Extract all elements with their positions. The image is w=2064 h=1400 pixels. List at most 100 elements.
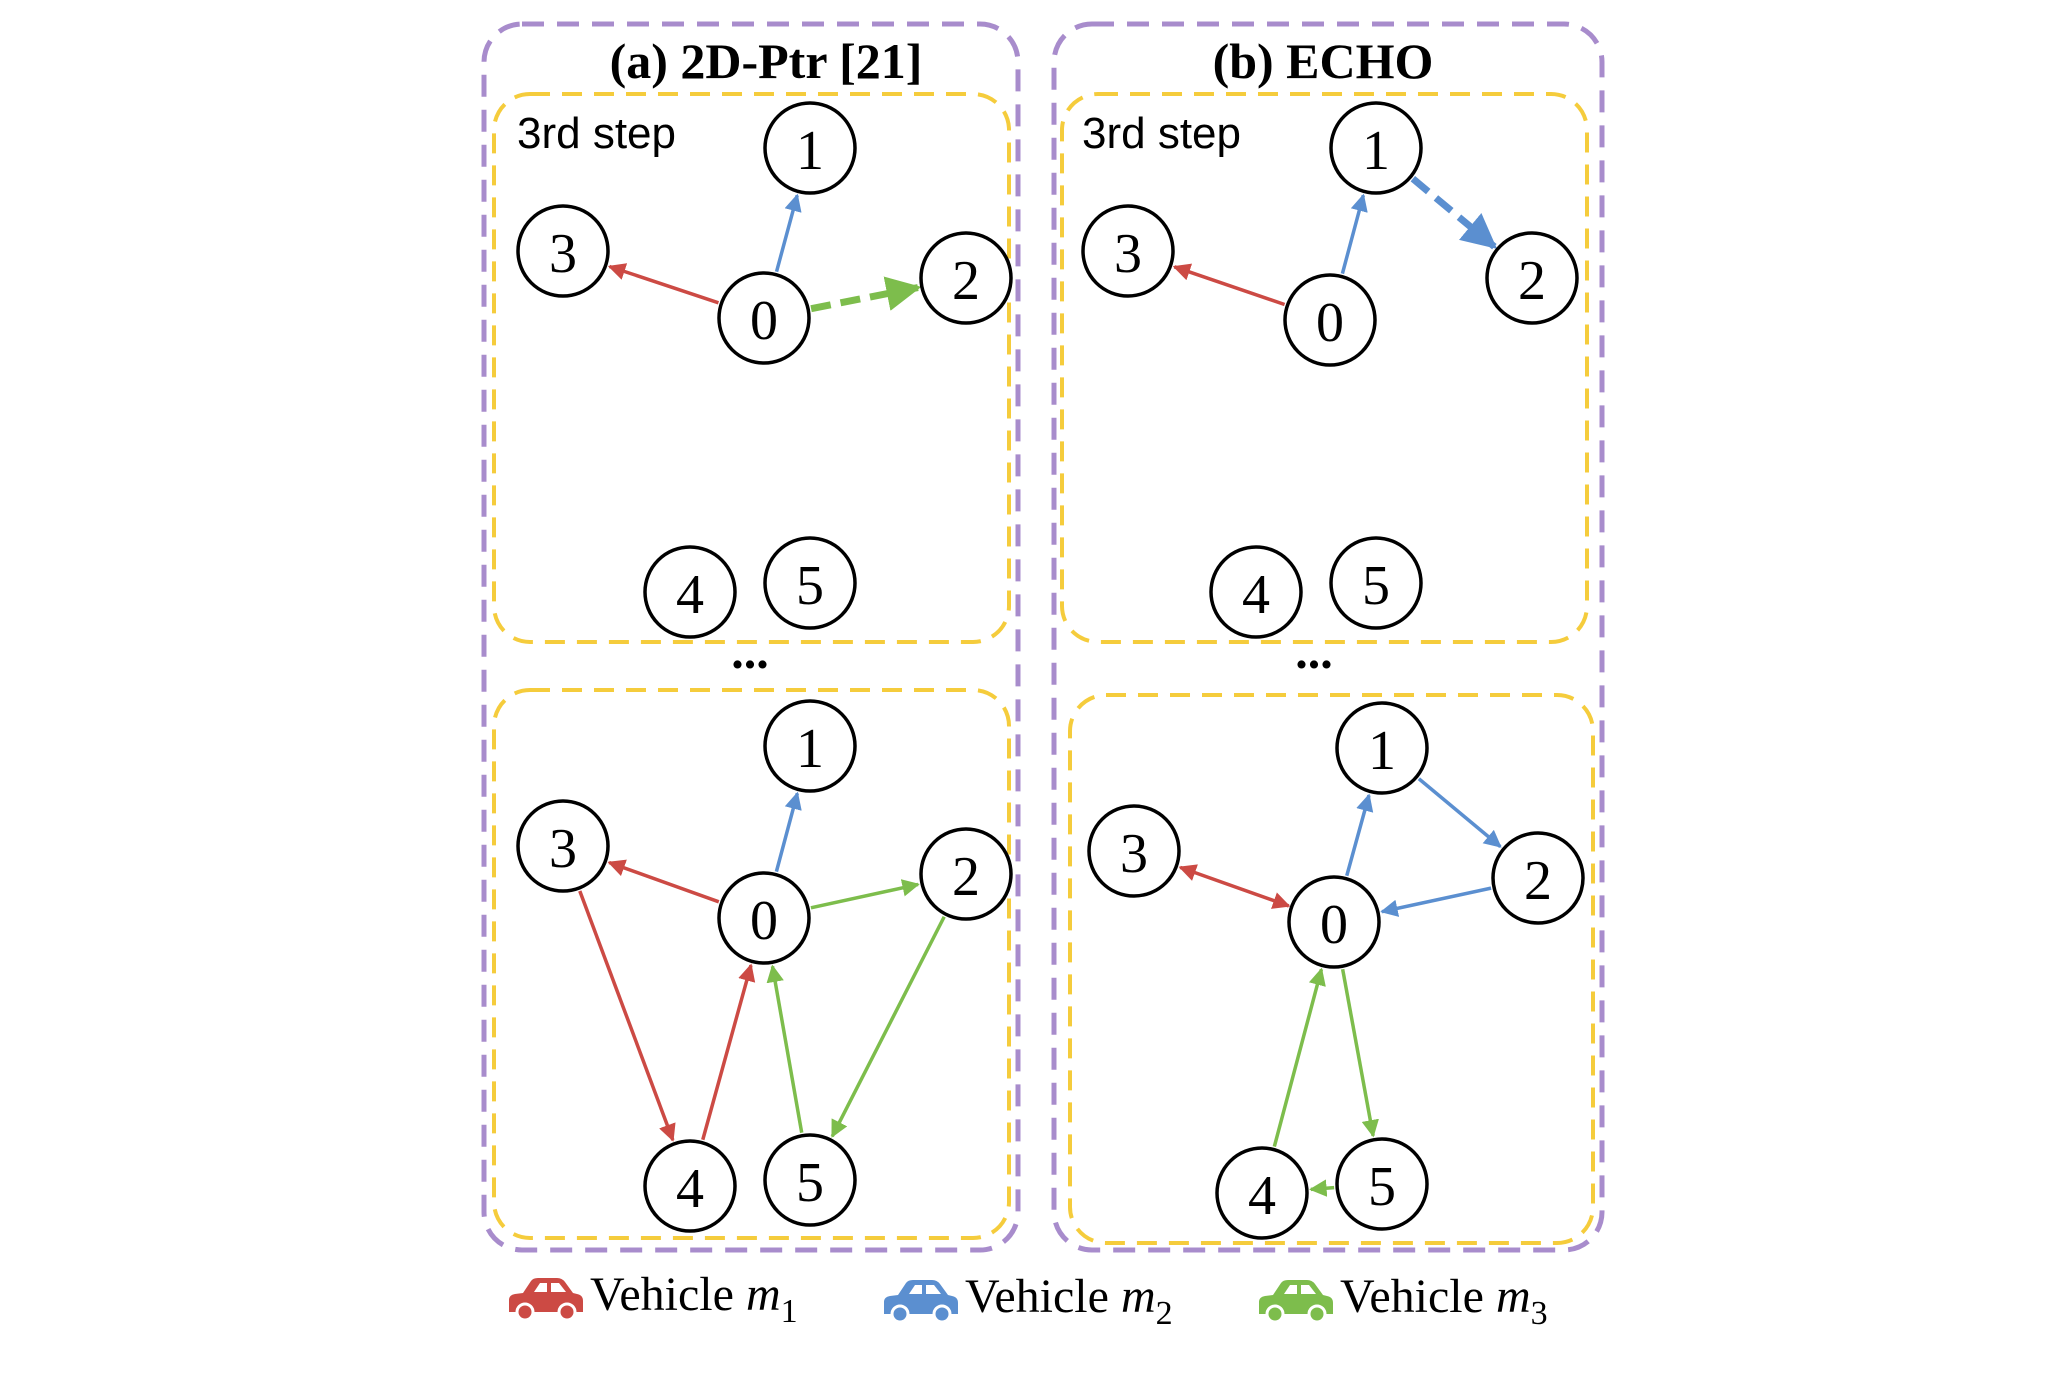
route-edge-m2 — [1380, 886, 1492, 917]
node-label: 0 — [750, 890, 778, 952]
node-label: 0 — [1316, 292, 1344, 354]
node-3: 3 — [516, 799, 610, 893]
node-4: 4 — [1209, 545, 1303, 639]
car-wheel — [932, 1304, 952, 1324]
route-edge-m1 — [701, 963, 756, 1141]
node-label: 5 — [796, 1152, 824, 1214]
node-label: 3 — [549, 223, 577, 285]
route-edge-m3 — [1309, 1179, 1335, 1197]
route-edge-m1 — [1172, 263, 1286, 307]
node-circle — [717, 271, 811, 365]
legend-item-m3: Vehicle m3 — [1259, 1270, 1548, 1332]
car-window — [926, 1285, 941, 1294]
node-0: 0 — [1287, 875, 1381, 969]
step-graph-bottom: 0 1 2 3 4 5 — [516, 699, 1013, 1233]
panel-border — [1051, 21, 1605, 1253]
node-circle — [763, 101, 857, 195]
node-circle — [1287, 875, 1381, 969]
node-label: 3 — [1114, 223, 1142, 285]
node-label: 3 — [1120, 823, 1148, 885]
route-edge-m3 — [810, 276, 922, 313]
node-circle — [763, 1133, 857, 1227]
node-circle — [717, 871, 811, 965]
route-edge-m1 — [607, 263, 720, 305]
node-3: 3 — [1081, 204, 1175, 298]
car-icon — [884, 1280, 958, 1324]
node-2: 2 — [919, 231, 1013, 325]
car-icon — [1259, 1280, 1333, 1324]
node-4: 4 — [1215, 1146, 1309, 1240]
route-edge-m3 — [766, 964, 804, 1134]
car-wheel — [515, 1302, 535, 1322]
node-label: 4 — [1242, 564, 1270, 626]
node-circle — [643, 1139, 737, 1233]
panel-title: (a) 2D-Ptr [21] — [610, 33, 923, 89]
car-window — [1284, 1285, 1297, 1294]
route-edge-m2 — [774, 193, 802, 273]
node-circle — [1335, 701, 1429, 795]
node-3: 3 — [1087, 804, 1181, 898]
node-label: 2 — [952, 250, 980, 312]
node-2: 2 — [1491, 831, 1585, 925]
route-edge-m2 — [774, 791, 802, 873]
node-label: 2 — [952, 846, 980, 908]
node-circle — [516, 204, 610, 298]
panel-border — [481, 21, 1021, 1253]
node-5: 5 — [763, 536, 857, 630]
node-1: 1 — [1335, 701, 1429, 795]
node-circle — [1215, 1146, 1309, 1240]
node-4: 4 — [643, 1139, 737, 1233]
node-5: 5 — [1329, 536, 1423, 630]
node-0: 0 — [1283, 273, 1377, 367]
node-label: 3 — [549, 818, 577, 880]
node-circle — [919, 231, 1013, 325]
node-circle — [1283, 273, 1377, 367]
node-3: 3 — [516, 204, 610, 298]
node-1: 1 — [763, 101, 857, 195]
route-edge-m2 — [1410, 176, 1498, 250]
route-edge-m1 — [607, 859, 720, 904]
route-edge-m3 — [1340, 968, 1379, 1138]
route-edge-m3 — [810, 879, 920, 910]
ellipsis: ... — [1295, 623, 1333, 679]
node-circle — [1209, 545, 1303, 639]
node-4: 4 — [643, 545, 737, 639]
node-2: 2 — [919, 827, 1013, 921]
node-circle — [1485, 231, 1579, 325]
node-label: 0 — [750, 290, 778, 352]
node-label: 1 — [1362, 120, 1390, 182]
route-edge-m1 — [578, 890, 676, 1142]
route-edge-m3 — [830, 915, 946, 1138]
node-label: 1 — [796, 718, 824, 780]
node-label: 5 — [796, 555, 824, 617]
node-5: 5 — [763, 1133, 857, 1227]
node-label: 4 — [1248, 1165, 1276, 1227]
step-frame-top — [1060, 92, 1589, 644]
node-label: 4 — [676, 1158, 704, 1220]
node-label: 2 — [1524, 850, 1552, 912]
route-edge-m2 — [1345, 793, 1374, 877]
node-circle — [1087, 804, 1181, 898]
node-circle — [1335, 1137, 1429, 1231]
node-label: 5 — [1368, 1156, 1396, 1218]
node-circle — [1329, 101, 1423, 195]
node-0: 0 — [717, 271, 811, 365]
legend: Vehicle m1 Vehicle m2 Vehicle m3 — [509, 1268, 1548, 1332]
node-label: 1 — [1368, 720, 1396, 782]
node-circle — [1081, 204, 1175, 298]
route-edge-m1 — [1178, 864, 1291, 909]
node-0: 0 — [717, 871, 811, 965]
node-label: 0 — [1320, 894, 1348, 956]
car-window — [1301, 1285, 1316, 1294]
legend-item-m1: Vehicle m1 — [509, 1268, 798, 1330]
node-1: 1 — [763, 699, 857, 793]
step-frame-bottom — [1068, 693, 1595, 1245]
car-window — [551, 1283, 566, 1292]
node-circle — [919, 827, 1013, 921]
car-wheel — [1265, 1304, 1285, 1324]
